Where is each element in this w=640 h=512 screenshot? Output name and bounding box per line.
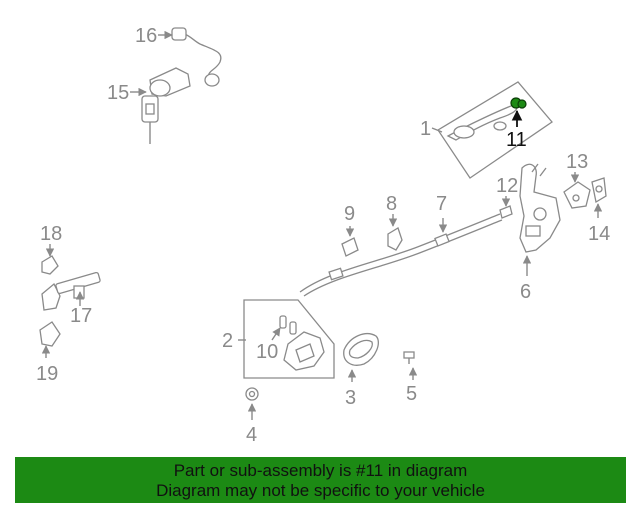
callout-7: 7 <box>436 193 447 215</box>
callout-10: 10 <box>256 341 278 363</box>
callout-15: 15 <box>107 82 129 104</box>
callout-11: 11 <box>506 129 527 151</box>
part-6-latch <box>519 163 561 253</box>
part-2-actuator-assembly <box>243 299 335 379</box>
part-1-outside-handle <box>437 81 553 179</box>
leader-10 <box>271 327 281 341</box>
callout-18: 18 <box>40 223 62 245</box>
part-14-shim <box>591 177 607 204</box>
banner-line-2: Diagram may not be specific to your vehi… <box>156 481 485 500</box>
banner-line-1: Part or sub-assembly is #11 in diagram <box>173 461 468 480</box>
part-18-bracket <box>41 255 59 275</box>
callout-1: 1 <box>420 118 431 140</box>
part-4-grommet <box>245 387 259 401</box>
part-5-screw <box>403 351 415 364</box>
part-15-lock-cylinder <box>141 67 191 144</box>
part-12-rod-clip <box>499 205 513 219</box>
part-10-fasteners <box>279 315 297 335</box>
part-16-harness <box>171 27 222 87</box>
part-8-clip <box>387 227 403 251</box>
callout-8: 8 <box>386 193 397 215</box>
callout-4: 4 <box>246 424 257 446</box>
part-7-cable <box>299 213 503 297</box>
part-9-clip <box>341 237 359 257</box>
callout-19: 19 <box>36 363 58 385</box>
callout-5: 5 <box>406 383 417 405</box>
callout-2: 2 <box>222 330 233 352</box>
callout-16: 16 <box>135 25 157 47</box>
leader-1 <box>431 127 443 133</box>
part-11-clip <box>510 97 527 109</box>
callout-17: 17 <box>70 305 92 327</box>
callout-6: 6 <box>520 281 531 303</box>
callout-14: 14 <box>588 223 610 245</box>
callout-3: 3 <box>345 387 356 409</box>
part-19-bracket <box>39 321 61 347</box>
part-13-striker <box>563 181 591 209</box>
parts-diagram: 16 15 1 11 12 6 13 <box>36 25 610 446</box>
callout-13: 13 <box>566 151 588 173</box>
part-3-inside-handle <box>343 333 379 366</box>
callout-9: 9 <box>344 203 355 225</box>
notice-banner: Part or sub-assembly is #11 in diagram D… <box>15 457 626 503</box>
callout-12: 12 <box>496 175 518 197</box>
